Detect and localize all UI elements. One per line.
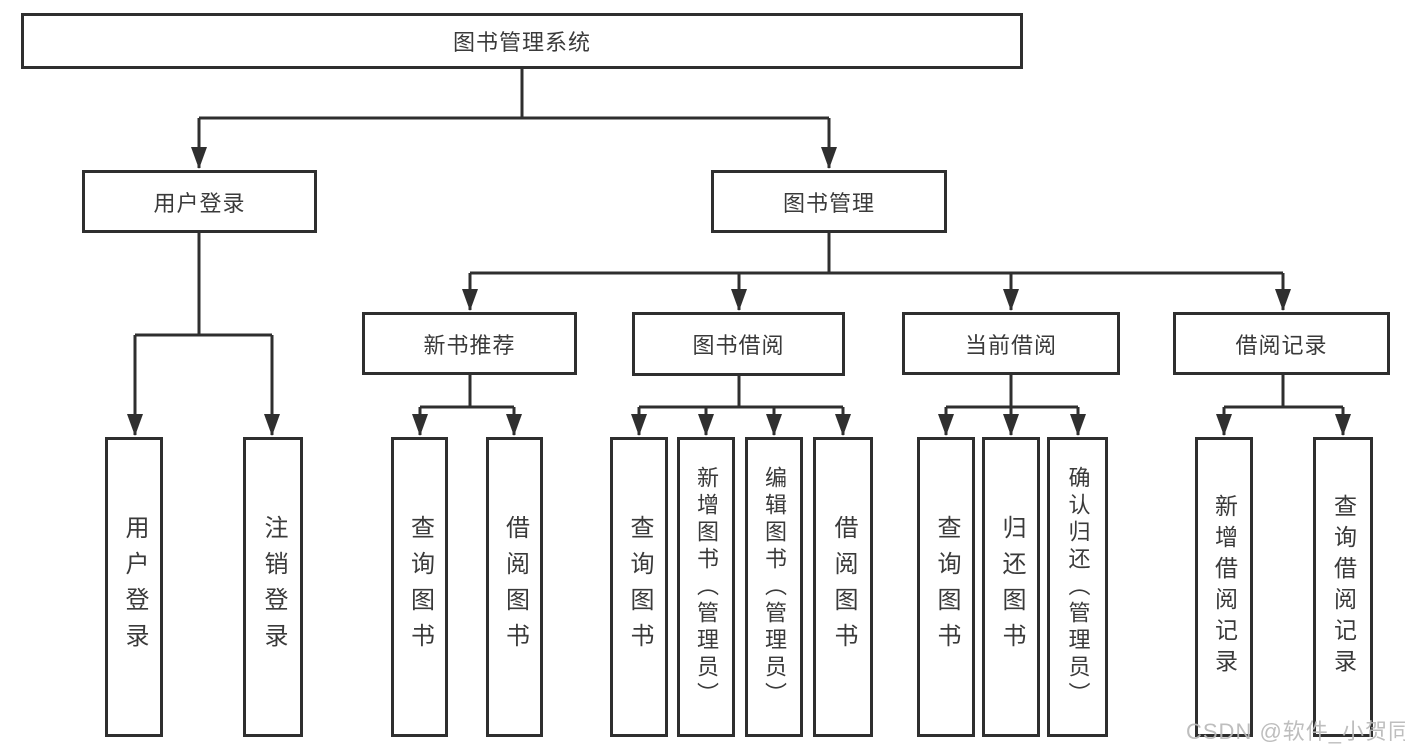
leaf-nb-query-books: 查询图书 — [391, 437, 448, 737]
leaf-nb-borrow-books: 借阅图书 — [486, 437, 543, 737]
leaf-cb-query-books: 查询图书 — [917, 437, 975, 737]
leaf-user-login: 用户登录 — [105, 437, 163, 737]
connector-user-login-bus — [135, 233, 272, 337]
node-new-book-recommend: 新书推荐 — [362, 312, 577, 375]
leaf-rec-add-record: 新增借阅记录 — [1195, 437, 1253, 737]
connector-current-bus — [946, 375, 1078, 409]
connector-borrowing-bus — [639, 375, 843, 409]
leaf-bb-add-books-admin: 新增图书（管理员） — [677, 437, 735, 737]
connector-new-books-bus — [420, 375, 514, 409]
node-book-management: 图书管理 — [711, 170, 947, 233]
leaf-bb-borrow-books: 借阅图书 — [813, 437, 873, 737]
node-book-borrowing: 图书借阅 — [632, 312, 845, 376]
connector-records-bus — [1224, 375, 1343, 409]
node-system-root: 图书管理系统 — [21, 13, 1023, 69]
connector-root-bus — [199, 69, 829, 120]
node-borrow-records: 借阅记录 — [1173, 312, 1390, 375]
leaf-cb-return-books: 归还图书 — [982, 437, 1040, 737]
leaf-rec-query-record: 查询借阅记录 — [1313, 437, 1373, 737]
leaf-bb-edit-books-admin: 编辑图书（管理员） — [745, 437, 803, 737]
leaf-cb-confirm-return-admin: 确认归还（管理员） — [1047, 437, 1108, 737]
leaf-bb-query-books: 查询图书 — [610, 437, 668, 737]
leaf-logout: 注销登录 — [243, 437, 303, 737]
node-user-login: 用户登录 — [82, 170, 317, 233]
node-current-borrowing: 当前借阅 — [902, 312, 1120, 375]
csdn-watermark: CSDN @软件_小贺同学 — [1186, 719, 1405, 744]
connector-book-mgmt-bus — [470, 233, 1283, 275]
